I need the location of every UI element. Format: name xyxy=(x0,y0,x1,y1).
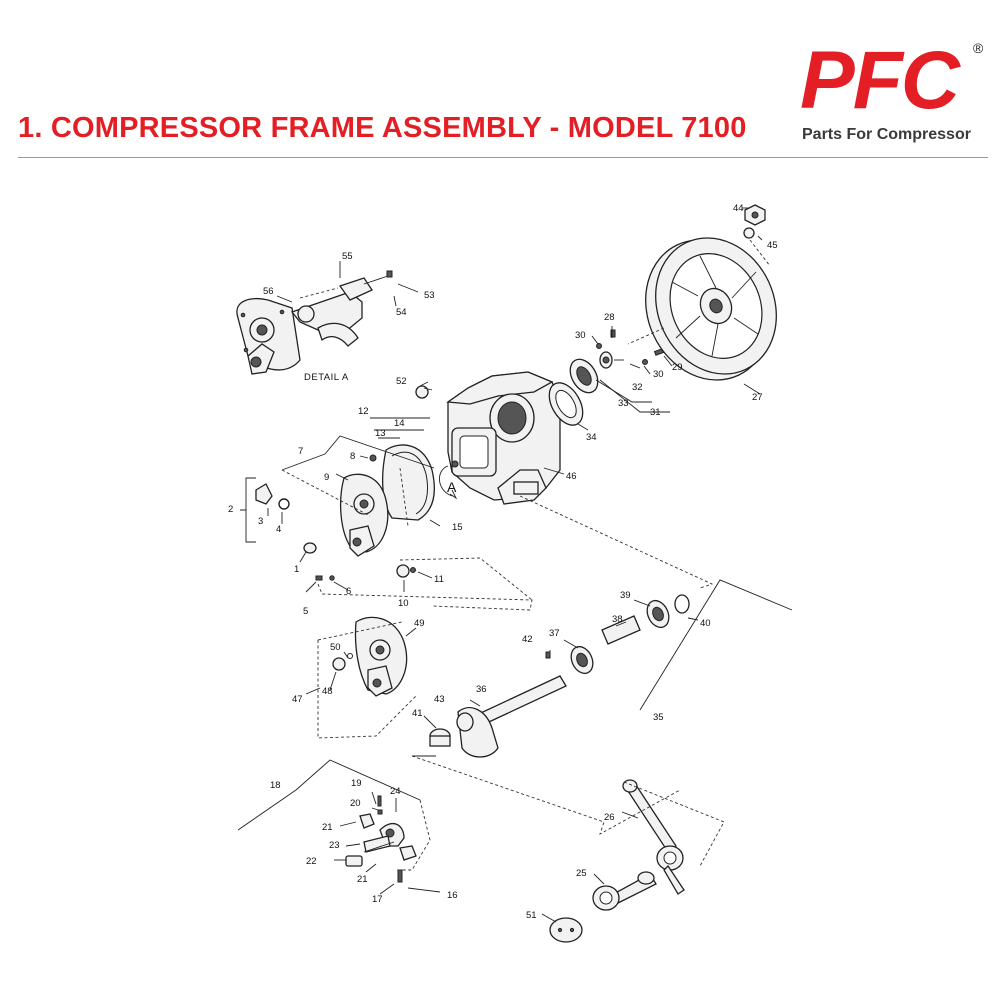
part-label-23: 23 xyxy=(329,840,340,851)
part-label-27: 27 xyxy=(752,392,763,403)
part-label-53: 53 xyxy=(424,290,435,301)
part-label-43: 43 xyxy=(434,694,445,705)
crankshaft-assembly xyxy=(429,594,690,758)
detail-a-assembly xyxy=(236,270,393,375)
part-label-6: 6 xyxy=(346,586,351,597)
front-cover-assembly xyxy=(255,385,435,581)
part-label-25: 25 xyxy=(576,868,587,879)
leader-lines xyxy=(237,207,793,923)
part-label-8: 8 xyxy=(350,451,355,462)
part-label-5: 5 xyxy=(303,606,308,617)
logo-wordmark: PFC xyxy=(800,35,960,126)
part-label-13: 13 xyxy=(375,428,386,439)
part-label-49: 49 xyxy=(414,618,425,629)
part-label-55: 55 xyxy=(342,251,353,262)
part-label-52: 52 xyxy=(396,376,407,387)
part-label-1: 1 xyxy=(294,564,299,575)
part-label-24: 24 xyxy=(390,786,401,797)
part-label-40: 40 xyxy=(700,618,711,629)
part-label-35: 35 xyxy=(653,712,664,723)
part-label-32: 32 xyxy=(632,382,643,393)
part-label-36: 36 xyxy=(476,684,487,695)
part-label-28: 28 xyxy=(604,312,615,323)
flywheel-pulley xyxy=(627,204,777,381)
oil-dipper-parts xyxy=(345,795,417,883)
part-label-21a: 21 xyxy=(322,822,333,833)
part-label-21b: 21 xyxy=(357,874,368,885)
part-label-54: 54 xyxy=(396,307,407,318)
part-label-44: 44 xyxy=(733,203,744,214)
part-label-31: 31 xyxy=(650,407,661,418)
part-label-15: 15 xyxy=(452,522,463,533)
part-label-10: 10 xyxy=(398,598,409,609)
part-label-30b: 30 xyxy=(653,369,664,380)
part-label-30a: 30 xyxy=(575,330,586,341)
connecting-rods xyxy=(549,779,685,943)
part-label-51: 51 xyxy=(526,910,537,921)
detail-a-label: DETAIL A xyxy=(304,372,349,383)
part-label-41: 41 xyxy=(412,708,423,719)
part-number-labels: 55 53 54 56 52 12 14 13 8 7 9 2 3 4 15 1… xyxy=(228,203,778,921)
part-label-45: 45 xyxy=(767,240,778,251)
part-label-42: 42 xyxy=(522,634,533,645)
part-label-19: 19 xyxy=(351,778,362,789)
part-label-34: 34 xyxy=(586,432,597,443)
part-label-33: 33 xyxy=(618,398,629,409)
pfc-logo: PFC ® Parts For Compressor xyxy=(800,40,995,150)
part-label-39: 39 xyxy=(620,590,631,601)
part-label-29: 29 xyxy=(672,362,683,373)
page-title: 1. COMPRESSOR FRAME ASSEMBLY - MODEL 710… xyxy=(18,112,747,144)
part-label-4: 4 xyxy=(276,524,281,535)
detail-callout-letter: A xyxy=(447,479,457,495)
exploded-parts-diagram: A DETAIL A 55 53 54 56 52 12 14 13 8 7 9… xyxy=(0,160,1000,1000)
bearing-housing-parts xyxy=(548,329,665,426)
part-label-56: 56 xyxy=(263,286,274,297)
part-label-46: 46 xyxy=(566,471,577,482)
rear-cover-assembly xyxy=(332,616,408,697)
part-label-2: 2 xyxy=(228,504,233,515)
part-label-9: 9 xyxy=(324,472,329,483)
part-label-37: 37 xyxy=(549,628,560,639)
registered-mark: ® xyxy=(973,40,984,56)
part-label-3: 3 xyxy=(258,516,263,527)
detail-a-callout: A DETAIL A xyxy=(304,372,458,500)
part-label-18: 18 xyxy=(270,780,281,791)
part-label-22: 22 xyxy=(306,856,317,867)
part-label-38: 38 xyxy=(612,614,623,625)
header-divider xyxy=(18,157,988,158)
logo-tagline: Parts For Compressor xyxy=(802,126,971,143)
part-label-16: 16 xyxy=(447,890,458,901)
part-label-50: 50 xyxy=(330,642,341,653)
part-label-12: 12 xyxy=(358,406,369,417)
part-label-14: 14 xyxy=(394,418,405,429)
part-label-20: 20 xyxy=(350,798,361,809)
part-label-26: 26 xyxy=(604,812,615,823)
part-label-11: 11 xyxy=(434,574,444,585)
part-label-48: 48 xyxy=(322,686,333,697)
part-label-17: 17 xyxy=(372,894,383,905)
part-label-7: 7 xyxy=(298,446,303,457)
compressor-frame xyxy=(446,371,561,505)
part-label-47: 47 xyxy=(292,694,303,705)
